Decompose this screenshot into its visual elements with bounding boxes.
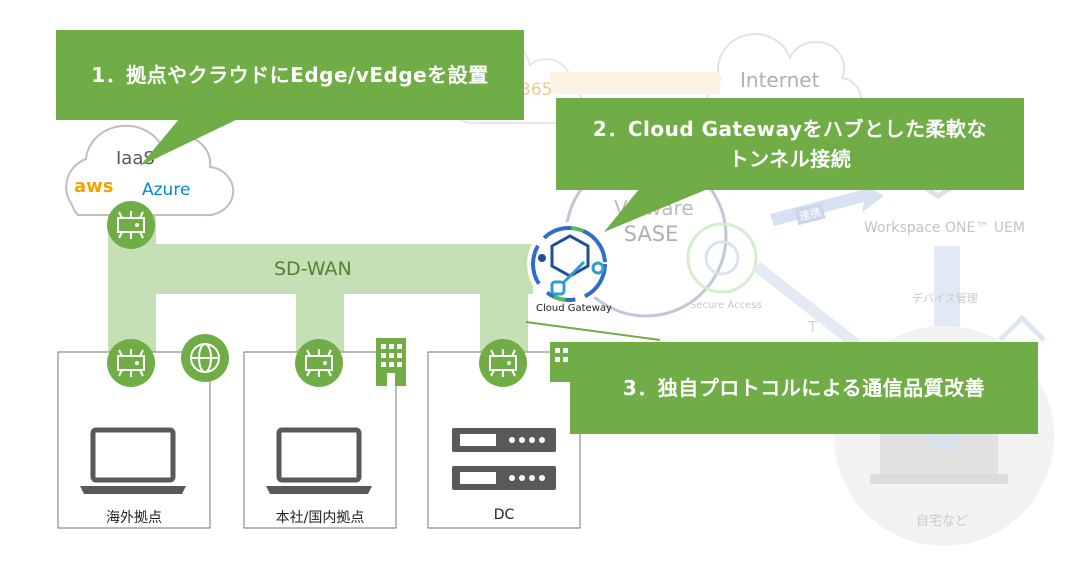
site-label-overseas: 海外拠点 <box>106 510 162 526</box>
internet-label: Internet <box>740 68 820 92</box>
secure-access-icon <box>686 222 758 294</box>
laptop-icon <box>266 427 372 494</box>
tunnel-fragment: T <box>808 318 818 336</box>
edge-device-icon <box>106 200 156 254</box>
azure-label: Azure <box>142 180 191 200</box>
cloud-gateway-label: Cloud Gateway <box>536 303 612 314</box>
callout-2: 2．Cloud Gatewayをハブとした柔軟な トンネル接続 <box>556 98 1024 190</box>
callout-1: 1．拠点やクラウドにEdge/vEdgeを設置 <box>56 30 524 120</box>
server-icon <box>452 428 556 490</box>
internet-globe-icon <box>181 334 229 382</box>
saas-link-shape <box>550 72 720 94</box>
sdwan-label: SD-WAN <box>274 258 352 280</box>
secure-access-label: Secure Access <box>690 300 762 311</box>
workspace-one-label: Workspace ONE™ UEM <box>864 220 1025 236</box>
link-label-2: デバイス管理 <box>912 292 978 305</box>
edge-device-icon <box>294 338 344 392</box>
cloud-gateway-icon <box>527 222 611 306</box>
saas-fragment: 365 <box>520 80 553 100</box>
laptop-icon <box>80 427 186 494</box>
iaas-label: IaaS <box>116 148 155 169</box>
edge-device-icon <box>106 338 156 392</box>
remote-label: 自宅など <box>916 514 969 529</box>
sase-label-line2: SASE <box>623 222 679 246</box>
aws-label: aws <box>74 176 114 197</box>
edge-device-icon <box>478 338 528 392</box>
remote-laptop-icon <box>880 430 998 476</box>
callout-3: 3．独自プロトコルによる通信品質改善 <box>570 342 1038 434</box>
building-icon <box>376 338 406 386</box>
site-label-hq: 本社/国内拠点 <box>275 510 365 526</box>
site-label-dc: DC <box>493 507 515 523</box>
